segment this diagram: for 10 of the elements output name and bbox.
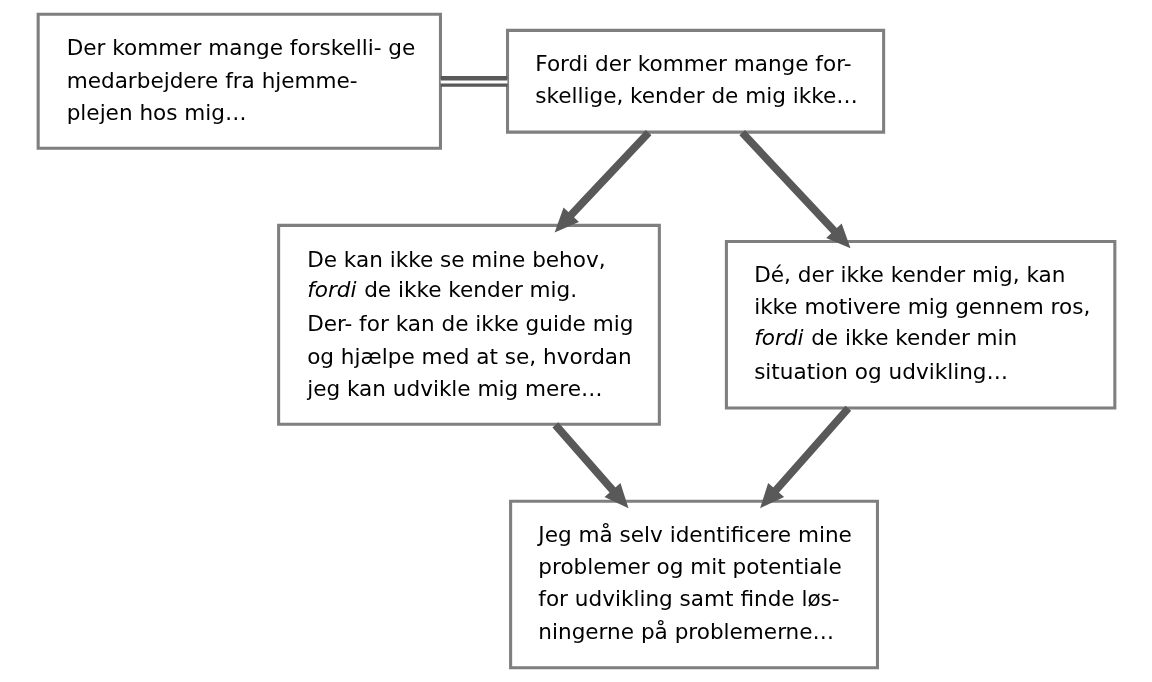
arrow: [738, 130, 850, 249]
node-box: De kan ikke se mine behov, fordi de ikke kender mig. Der- for kan de ikke guide mig og hjælpe med at se, hvordan jeg kan udvikle mig mere…: [276, 223, 661, 426]
arrow: [759, 405, 851, 509]
connector: [440, 75, 507, 87]
node-box: Fordi der kommer mange for- skellige, kender de mig ikke…: [505, 28, 885, 134]
node-box: Jeg må selv identificere mine problemer og mit potentiale for udvikling samt finde løs- ningerne på problemerne…: [508, 499, 879, 670]
arrow: [551, 422, 628, 509]
node-box: Der kommer mange forskelli- ge medarbejdere fra hjemme- plejen hos mig…: [36, 12, 442, 150]
node-box: Dé, der ikke kender mig, kan ikke motivere mig gennem ros, fordi de ikke kender min situation og udvikling…: [724, 240, 1116, 410]
arrow: [554, 130, 651, 233]
